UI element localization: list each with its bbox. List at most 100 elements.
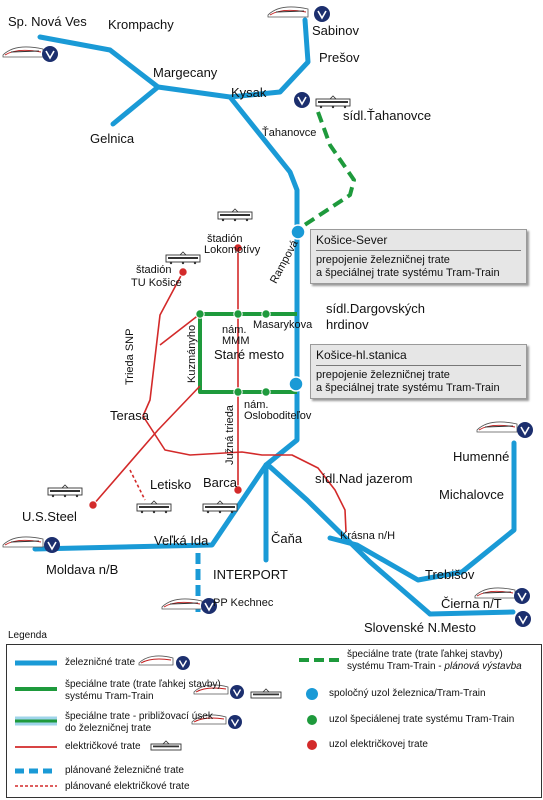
legend-title: Legenda (8, 630, 47, 641)
label-stadion-tu-1: štadión (136, 264, 172, 276)
label-terasa: Terasa (110, 408, 150, 423)
legend-special-planned-2: systému Tram-Train - plánová výstavba (347, 661, 522, 673)
legend-node-common-label: spoločný uzol železnica/Tram-Train (329, 688, 486, 699)
label-krasna: Krásna n/H (340, 530, 396, 542)
high-speed-train-icon (161, 598, 203, 610)
label-pp-kechnec: PP Kechnec (213, 597, 274, 609)
node-stadion-tu (178, 267, 188, 277)
label-margecany: Margecany (153, 65, 218, 80)
operator-logo-icon (313, 5, 331, 23)
tram-icon (165, 251, 201, 265)
rail-line-slovenske (265, 462, 433, 617)
rail-line-michalovce (327, 440, 517, 583)
operator-logo-icon (227, 714, 243, 730)
legend-node-common (306, 688, 318, 700)
label-sidl-tahanovce: sídl.Ťahanovce (343, 108, 432, 123)
legend-special-planned-1: špeciálne trate (trate ľahkej stavby) (347, 649, 503, 660)
high-speed-train-icon (138, 655, 174, 666)
label-us-steel: U.S.Steel (22, 509, 77, 524)
operator-logo-icon (175, 655, 191, 671)
operator-logo-icon (293, 91, 311, 109)
label-stadion-lokomotivy-1: štadión (207, 233, 243, 245)
rail-line-cierna (427, 609, 516, 617)
label-krompachy: Krompachy (108, 17, 174, 32)
node-masarykova (261, 309, 271, 319)
label-sidl-nad-jazerom: sídl.Nad jazerom (315, 471, 413, 486)
tram-icon (202, 500, 238, 514)
legend-special-planned-2-text: systému Tram-Train - (347, 661, 445, 672)
tram-icon (150, 740, 182, 751)
legend-special-2: systému Tram-Train (65, 691, 154, 702)
operator-logo-icon (43, 536, 61, 554)
transport-network-map (2, 5, 534, 628)
callout-kosice-sever: Košice-Sever prepojenie železničnej trat… (310, 229, 527, 285)
high-speed-train-icon (267, 6, 309, 18)
tram-lines (92, 248, 347, 533)
node-barca (233, 485, 243, 495)
callout-stanica-line2: a špeciálnej trate systému Tram-Train (316, 382, 500, 395)
tram-line-ring-west (159, 313, 201, 346)
legend-approach-2: do železničnej trate (65, 723, 152, 734)
legend: železničné trate špeciálne trate (trate … (6, 644, 542, 798)
node-us-steel (88, 500, 98, 510)
special-line-planned-tahanovce (295, 111, 356, 232)
legend-approach-1: špeciálne trate - približovací úsek (65, 711, 213, 722)
tram-icon (250, 688, 282, 699)
tram-icon (315, 95, 351, 109)
label-sabinov: Sabinov (312, 23, 359, 38)
node-south-ring (261, 387, 271, 397)
callout-sever-line1: prepojenie železničnej trate (316, 254, 450, 266)
label-cana: Čaňa (271, 531, 303, 546)
label-nam-osloboditelov-2: Osloboditeľov (244, 410, 312, 422)
callout-sever-title: Košice-Sever (316, 233, 521, 251)
tram-icon (47, 484, 83, 498)
operator-logo-icon (513, 587, 531, 605)
tram-icon (136, 500, 172, 514)
label-sp-nova-ves: Sp. Nová Ves (8, 14, 87, 29)
label-trieda-snp: Trieda SNP (124, 328, 136, 385)
callout-kosice-stanica: Košice-hl.stanica prepojenie železničnej… (310, 344, 527, 400)
label-nam-osloboditelov-1: nám. (244, 399, 269, 411)
legend-node-special (307, 715, 317, 725)
legend-special-1: špeciálne trate (trate ľahkej stavby) (65, 679, 221, 690)
label-moldava: Moldava n/B (46, 562, 119, 577)
label-humenne: Humenné (453, 449, 510, 464)
label-stadion-tu-2: TU Košice (131, 277, 182, 289)
label-slovenske-mesto: Slovenské N.Mesto (364, 620, 476, 635)
label-kysak: Kysak (231, 85, 267, 100)
high-speed-train-icon (2, 536, 44, 548)
legend-node-special-label: uzol špeciálenej trate systému Tram-Trai… (329, 714, 515, 725)
label-kuzmanyho: Kuzmányho (186, 324, 198, 383)
rail-line-spis (37, 17, 311, 100)
callout-stanica-title: Košice-hl.stanica (316, 348, 521, 366)
node-kosice-stanica (288, 376, 304, 392)
legend-node-tram (307, 740, 317, 750)
label-cierna: Čierna n/T (441, 596, 502, 611)
label-letisko: Letisko (150, 477, 192, 492)
label-nam-mmm-2: MMM (222, 335, 250, 347)
special-tram-train-lines (198, 111, 356, 394)
node-stadion-lokomotivy (233, 243, 243, 253)
label-sidl-dargovskych-1: sídl.Dargovských (326, 301, 425, 316)
operator-logo-icon (229, 684, 245, 700)
high-speed-train-icon (2, 46, 44, 58)
callout-sever-line2: a špeciálnej trate systému Tram-Train (316, 267, 500, 280)
label-velka-ida: Veľká Ida (154, 533, 209, 548)
legend-special-planned-3: plánová výstavba (444, 661, 522, 672)
tram-line-us-steel (92, 385, 201, 506)
rail-line-kosice-trunk (32, 94, 300, 552)
operator-logo-icon (516, 421, 534, 439)
label-trebisov: Trebišov (425, 567, 475, 582)
node-nam-mmm (233, 309, 243, 319)
operator-logo-icon (41, 45, 59, 63)
legend-planned-rail: plánované železničné trate (65, 765, 184, 776)
tram-line-letisko-planned (129, 469, 146, 501)
rail-line-gelnica (110, 84, 161, 127)
operator-logo-icon (514, 610, 532, 628)
label-gelnica: Gelnica (90, 131, 135, 146)
label-juzna-trieda: Južná trieda (224, 405, 236, 465)
label-sidl-dargovskych-2: hrdinov (326, 317, 369, 332)
label-nam-mmm-1: nám. (222, 324, 247, 336)
label-masarykova: Masarykova (253, 319, 313, 331)
railway-lines (32, 17, 517, 617)
